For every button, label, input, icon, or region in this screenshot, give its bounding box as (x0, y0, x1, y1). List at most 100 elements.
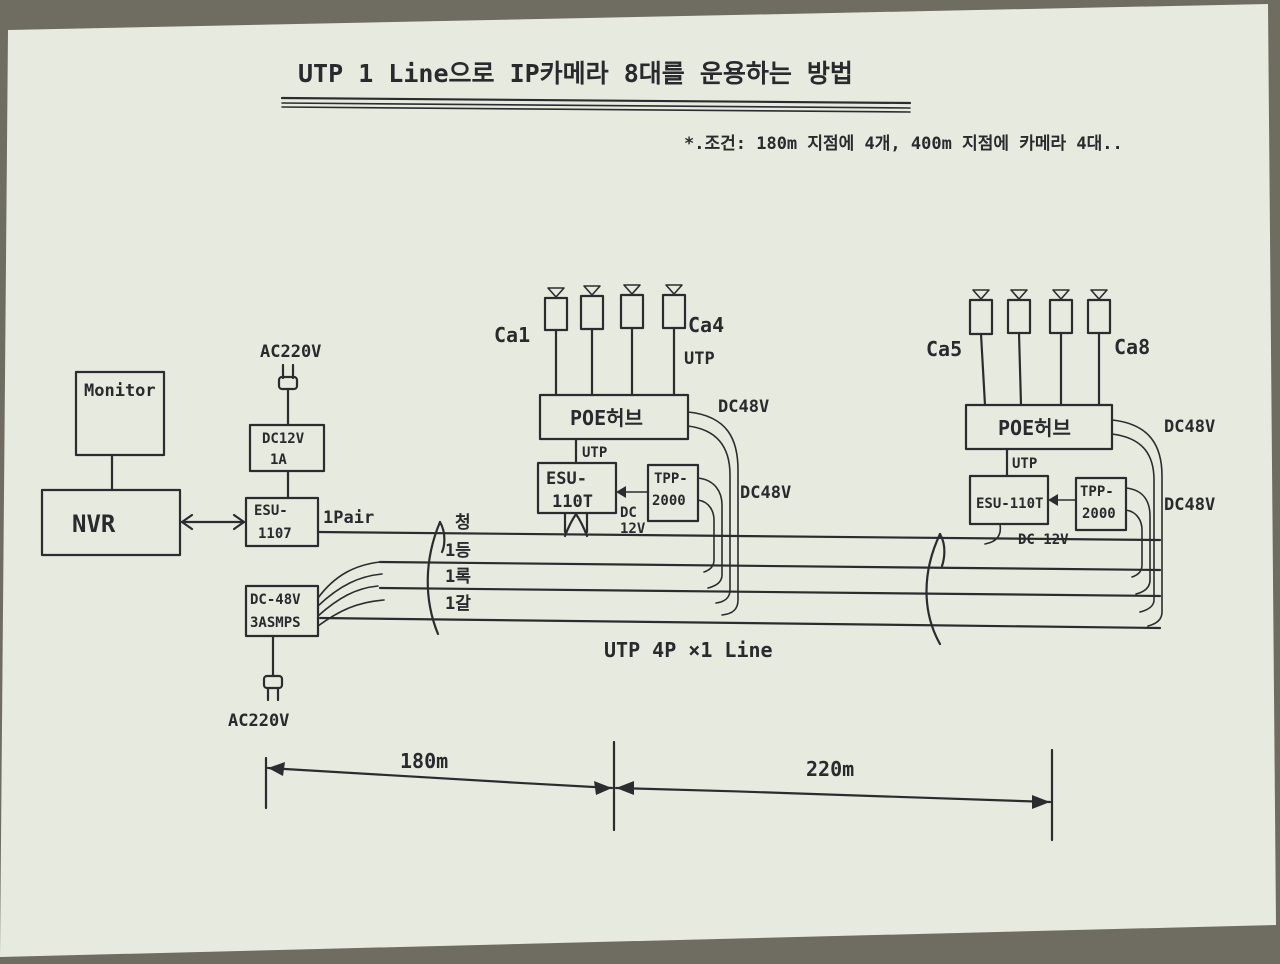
site2-tpp-esu-arrow (1048, 494, 1058, 506)
bundle-tie-left (426, 520, 442, 636)
title-underline-3 (281, 106, 911, 113)
site2-power-loop-tpp-b (1125, 509, 1143, 578)
camera-icon (968, 289, 994, 407)
dim-arrow-second-end (1032, 795, 1050, 809)
site2-poe-hub-label: POE허브 (998, 416, 1071, 440)
site1-esu-tap (563, 511, 589, 538)
site1-utp-label: UTP (684, 349, 715, 369)
pair-color-2: 1등 (445, 541, 471, 561)
camera-icon (1086, 289, 1112, 407)
dim-arrow-first-start (268, 762, 285, 776)
site1-tpp-line1: TPP- (654, 471, 688, 487)
distance-second-label: 220m (806, 757, 854, 781)
site1-esu-line2: 110T (552, 492, 593, 512)
pair-line-1 (316, 530, 1162, 542)
site1-power-loop-tpp-b (697, 499, 715, 573)
site2-power-loop-tpp (1125, 487, 1151, 595)
page-title: UTP 1 Line으로 IP카메라 8대를 운용하는 방법 (298, 59, 853, 88)
pair-line-3 (378, 586, 1162, 598)
ac220v-top-label: AC220V (260, 342, 321, 362)
pair-line-2 (378, 560, 1162, 572)
bundle-tie-right-b (938, 532, 946, 568)
camera-icon (579, 285, 605, 397)
camera-icon (661, 284, 687, 397)
site2-poe-hub (964, 403, 1114, 451)
site1-esu-line1: ESU- (546, 469, 587, 489)
distance-first-label: 180m (400, 749, 448, 773)
dim-arrow-second-start (616, 781, 634, 795)
site1-tpp-esu-arrow (616, 486, 626, 498)
site2-hub-link-label: UTP (1012, 456, 1037, 472)
camera-icon (1006, 289, 1032, 407)
site1-dc12-line2: 12V (620, 521, 646, 537)
site2-power-loop-hub (1111, 419, 1163, 627)
dc48v-smps-box (244, 584, 320, 638)
smps-wire-1 (317, 561, 381, 599)
site1-cam-last-label: Ca4 (688, 313, 724, 337)
site1-power-loop-hub-b (687, 425, 731, 604)
title-underline-2 (281, 102, 911, 109)
esu-1107-box (244, 496, 320, 548)
monitor-box (74, 370, 166, 457)
site2-esu-label: ESU-110T (976, 496, 1043, 512)
site1-power-loop-hub (687, 411, 739, 616)
esu-1107-line2: 1107 (258, 526, 292, 542)
site2-cam-first-label: Ca5 (926, 337, 962, 361)
dim-line-first (266, 766, 614, 790)
site2-cam-last-label: Ca8 (1114, 335, 1150, 359)
title-underline-1 (280, 96, 912, 105)
site2-tpp-box (1074, 476, 1128, 532)
cameras-site1 (543, 284, 687, 397)
smps-wire-4 (317, 599, 385, 627)
dc12v-adapter-line2: 1A (270, 452, 287, 468)
condition-note: *.조건: 180m 지점에 4개, 400m 지점에 카메라 4대.. (684, 134, 1123, 154)
site1-dc12-line1: DC (620, 505, 637, 521)
site2-esu-tap (984, 523, 1002, 545)
site1-tpp-line2: 2000 (652, 493, 686, 509)
site1-tpp-box (646, 463, 700, 523)
site1-poe-hub-label: POE허브 (570, 406, 643, 430)
bundle-tie-right (925, 532, 942, 646)
paper-sheet (0, 4, 1276, 957)
site2-dc48v-top: DC48V (1164, 417, 1215, 437)
pair-color-1: 청 (455, 512, 471, 533)
bundle-tie-left-b (438, 520, 446, 554)
esu-1107-line1: ESU- (254, 503, 288, 519)
cable-label: UTP 4P ×1 Line (604, 638, 773, 662)
cameras-site2 (968, 289, 1112, 407)
site2-tpp-line1: TPP- (1080, 484, 1114, 500)
smps-wire-2 (317, 573, 383, 607)
site1-poe-hub (538, 393, 690, 441)
site1-hub-link-label: UTP (582, 445, 607, 461)
nvr-box (40, 488, 182, 557)
nvr-esu-arrow-left (180, 513, 194, 531)
dc12v-adapter-line1: DC12V (262, 431, 305, 447)
ac220v-bottom-label: AC220V (228, 711, 289, 731)
pair-label: 1Pair (323, 508, 374, 528)
site2-power-loop-hub-b (1111, 433, 1155, 613)
site1-dc48v-mid: DC48V (740, 483, 791, 503)
plug-icon (262, 674, 284, 702)
camera-icon (619, 284, 645, 397)
site2-dc12-label: DC 12V (1018, 532, 1069, 548)
nvr-esu-arrow-right (232, 513, 246, 531)
nvr-label: NVR (72, 510, 116, 538)
site2-dc48v-mid: DC48V (1164, 495, 1215, 515)
monitor-label: Monitor (84, 381, 156, 401)
smps-line1: DC-48V (250, 592, 301, 608)
dim-line-second (614, 786, 1052, 804)
dim-arrow-first-end (594, 781, 612, 795)
camera-icon (1048, 289, 1074, 407)
site2-tpp-line2: 2000 (1082, 506, 1116, 522)
site1-power-loop-tpp (697, 477, 723, 589)
pair-color-3: 1록 (445, 567, 471, 587)
pair-color-4: 1갈 (445, 594, 471, 614)
pair-line-4 (318, 616, 1162, 630)
smps-wire-3 (317, 585, 379, 617)
site1-esu-box (536, 461, 618, 515)
plug-icon (277, 363, 299, 427)
smps-line2: 3ASMPS (250, 615, 301, 631)
camera-icon (543, 287, 569, 397)
site1-cam-first-label: Ca1 (494, 323, 530, 347)
